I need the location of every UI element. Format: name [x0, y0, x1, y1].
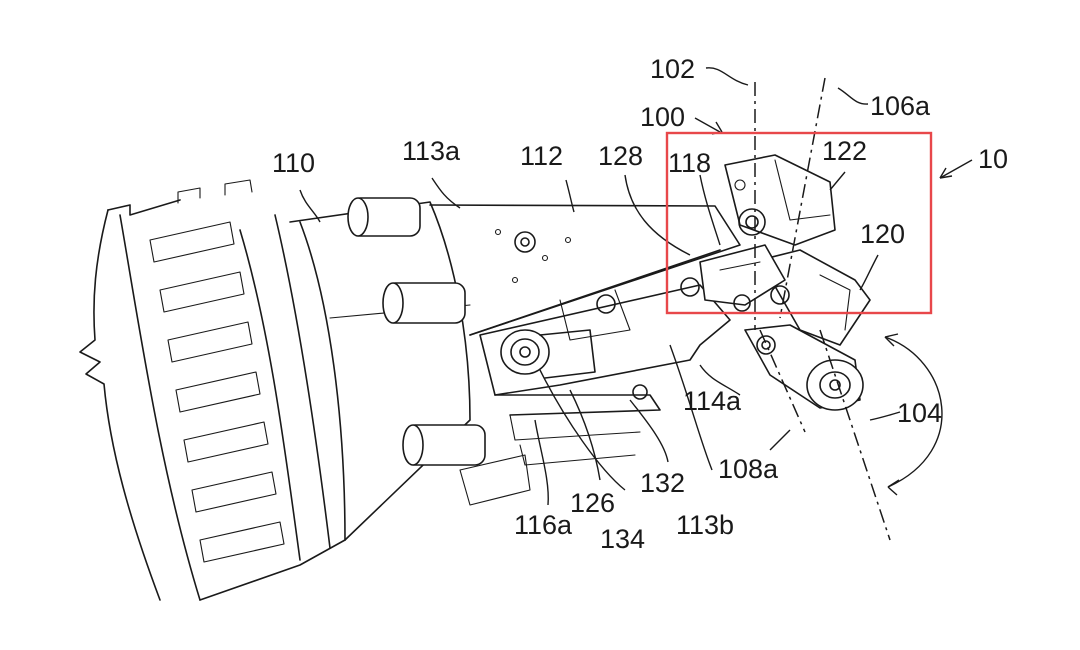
label-113a: 113a — [402, 136, 461, 166]
label-110: 110 — [272, 148, 315, 178]
label-102: 102 — [650, 54, 695, 84]
pin — [382, 282, 466, 324]
label-104: 104 — [897, 398, 942, 428]
pin — [402, 424, 486, 466]
highlight-box — [665, 131, 933, 315]
label-120: 120 — [860, 219, 905, 249]
head-mechanism — [699, 154, 871, 411]
label-108a: 108a — [718, 454, 779, 484]
label-116a: 116a — [514, 510, 573, 540]
roller-126 — [500, 329, 596, 379]
axis-104 — [819, 329, 891, 541]
label-10: 10 — [978, 144, 1008, 174]
label-126: 126 — [570, 488, 615, 518]
pin — [347, 197, 421, 237]
label-106a: 106a — [870, 91, 931, 121]
rotation-arrow — [884, 336, 943, 488]
label-132: 132 — [640, 468, 685, 498]
rear-housing — [79, 179, 346, 601]
reference-numerals: 102 106a 100 10 110 113a 112 128 118 122… — [272, 54, 1008, 554]
label-122: 122 — [822, 136, 867, 166]
label-118: 118 — [668, 148, 711, 178]
label-128: 128 — [598, 141, 643, 171]
label-100: 100 — [640, 102, 685, 132]
label-113b: 113b — [676, 510, 734, 540]
axis-106a — [779, 77, 826, 319]
label-112: 112 — [520, 141, 563, 171]
label-134: 134 — [600, 524, 645, 554]
motor-housing — [289, 197, 531, 541]
label-114a: 114a — [683, 386, 742, 416]
leader-lines — [299, 67, 973, 506]
axis-108a — [759, 329, 806, 433]
